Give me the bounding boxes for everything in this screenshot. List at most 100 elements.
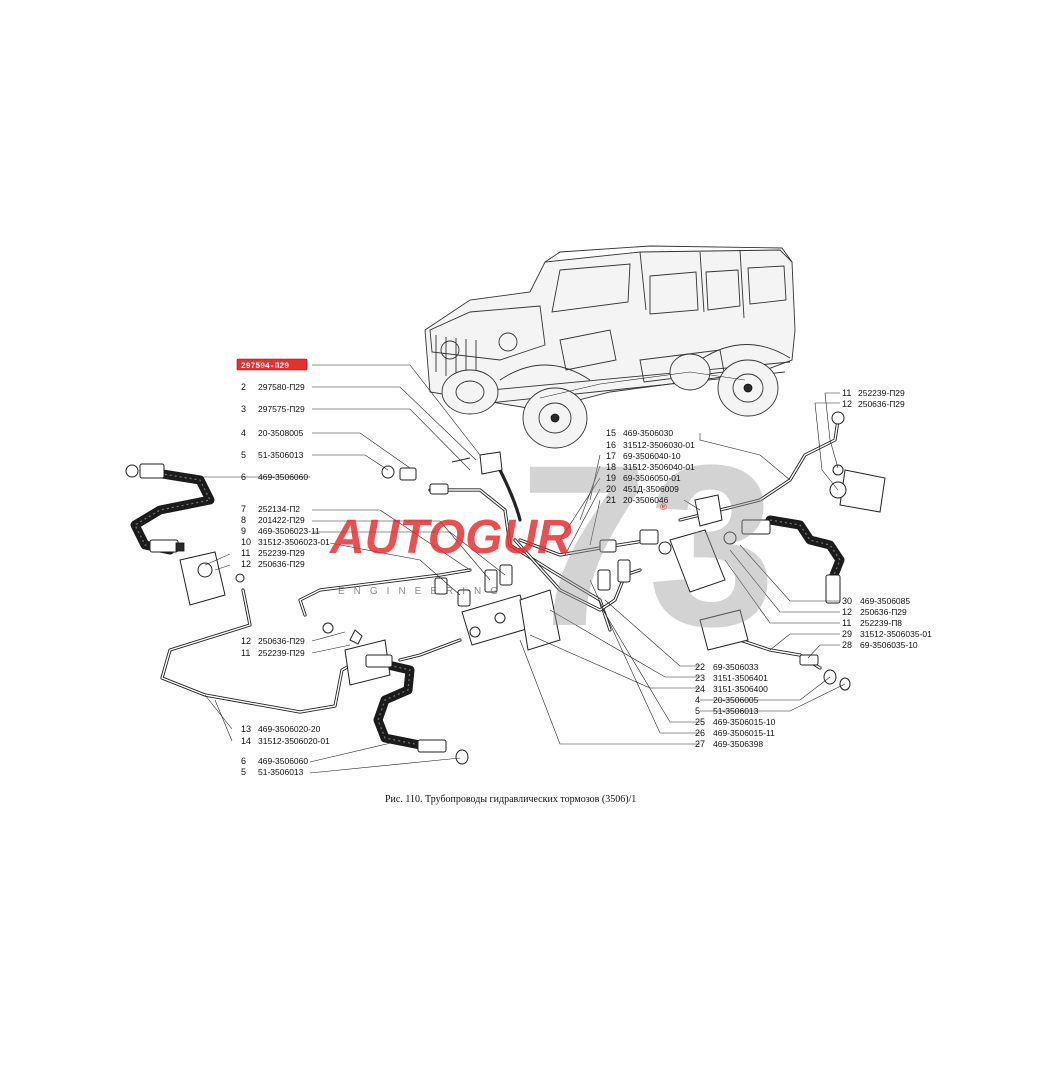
part-code: 31512-3506040-01: [623, 462, 695, 472]
callout-number: 19: [606, 473, 616, 483]
callout-label[interactable]: 27 469-3506398: [695, 739, 763, 749]
callout-number: 4: [695, 695, 700, 705]
callout-label[interactable]: 5 51-3506013: [241, 767, 304, 777]
part-code: 297575-П29: [258, 404, 305, 414]
part-code: 31512-3506020-01: [258, 736, 330, 746]
part-code: 250636-П29: [858, 399, 905, 409]
callout-number: 15: [606, 428, 616, 438]
part-code: 3151-3506401: [713, 673, 768, 683]
part-code: 469-3506020-20: [258, 724, 321, 734]
part-code: 69-3506033: [713, 662, 759, 672]
watermark-registered-mark: ®: [660, 502, 667, 512]
part-code: 469-3506015-11: [713, 728, 775, 738]
part-code: 252239-П29: [858, 388, 905, 398]
callout-number: 3: [241, 404, 246, 414]
vehicle-illustration: [424, 245, 796, 449]
callout-label[interactable]: 4 20-3508005: [241, 428, 304, 438]
part-code: 69-3506035-10: [860, 640, 918, 650]
part-code: 250636-П29: [258, 559, 305, 569]
callout-number: 23: [695, 673, 705, 683]
part-code: 69-3506050-01: [623, 473, 681, 483]
part-code: 51-3506013: [258, 450, 304, 460]
part-code: 252239-П29: [258, 648, 305, 658]
highlighted-part-label[interactable]: 297594-П29: [236, 358, 308, 371]
callout-label[interactable]: 11 252239-П8: [842, 618, 902, 628]
callout-number: 7: [241, 504, 246, 514]
part-code: 20-3506046: [623, 495, 669, 505]
part-code: 469-3506085: [860, 596, 910, 606]
part-code: 250636-П29: [258, 636, 305, 646]
part-code: 20-3506005: [713, 695, 759, 705]
callout-number: 5: [241, 767, 246, 777]
callout-label[interactable]: 13 469-3506020-20: [241, 724, 321, 734]
callout-number: 16: [606, 440, 616, 450]
callout-number: 22: [695, 662, 705, 672]
callout-number: 25: [695, 717, 705, 727]
callout-label[interactable]: 21 20-3506046: [606, 495, 669, 505]
callout-label[interactable]: 25 469-3506015-10: [695, 717, 776, 727]
part-code: 69-3506040-10: [623, 451, 681, 461]
part-code: 469-3506060: [258, 472, 308, 482]
part-code: 20-3508005: [258, 428, 304, 438]
part-code: 451Д-3506009: [623, 484, 679, 494]
highlighted-part-code: 297594-П29: [241, 362, 289, 371]
callout-number: 8: [241, 515, 246, 525]
callout-number: 13: [241, 724, 251, 734]
callout-number: 11: [241, 548, 250, 558]
callout-label[interactable]: 12 250636-П29: [241, 636, 305, 646]
callout-number: 12: [842, 607, 852, 617]
callout-number: 9: [241, 526, 246, 536]
callout-number: 4: [241, 428, 246, 438]
callout-number: 12: [241, 636, 251, 646]
part-code: 201422-П29: [258, 515, 305, 525]
callout-label[interactable]: 19 69-3506050-01: [606, 473, 681, 483]
part-code: 252239-П8: [860, 618, 902, 628]
callout-label[interactable]: 23 3151-3506401: [695, 673, 768, 683]
callout-number: 10: [241, 537, 251, 547]
callout-label[interactable]: 8 201422-П29: [241, 515, 305, 525]
callout-label[interactable]: 22 69-3506033: [695, 662, 759, 672]
callout-label[interactable]: 3 297575-П29: [241, 404, 305, 414]
callout-number: 11: [842, 618, 851, 628]
part-code: 3151-3506400: [713, 684, 768, 694]
callout-number: 27: [695, 739, 705, 749]
callout-label[interactable]: 4 20-3506005: [695, 695, 759, 705]
part-code: 469-3506398: [713, 739, 763, 749]
part-code: 469-3506015-10: [713, 717, 776, 727]
callout-number: 21: [606, 495, 616, 505]
watermark-subtitle: ENGINEERING: [338, 586, 507, 597]
part-code: 51-3506013: [258, 767, 304, 777]
callout-label[interactable]: 5 51-3506013: [241, 450, 304, 460]
callout-number: 5: [241, 450, 246, 460]
watermark-numeral: 73: [520, 417, 776, 674]
callout-number: 2: [241, 382, 246, 392]
